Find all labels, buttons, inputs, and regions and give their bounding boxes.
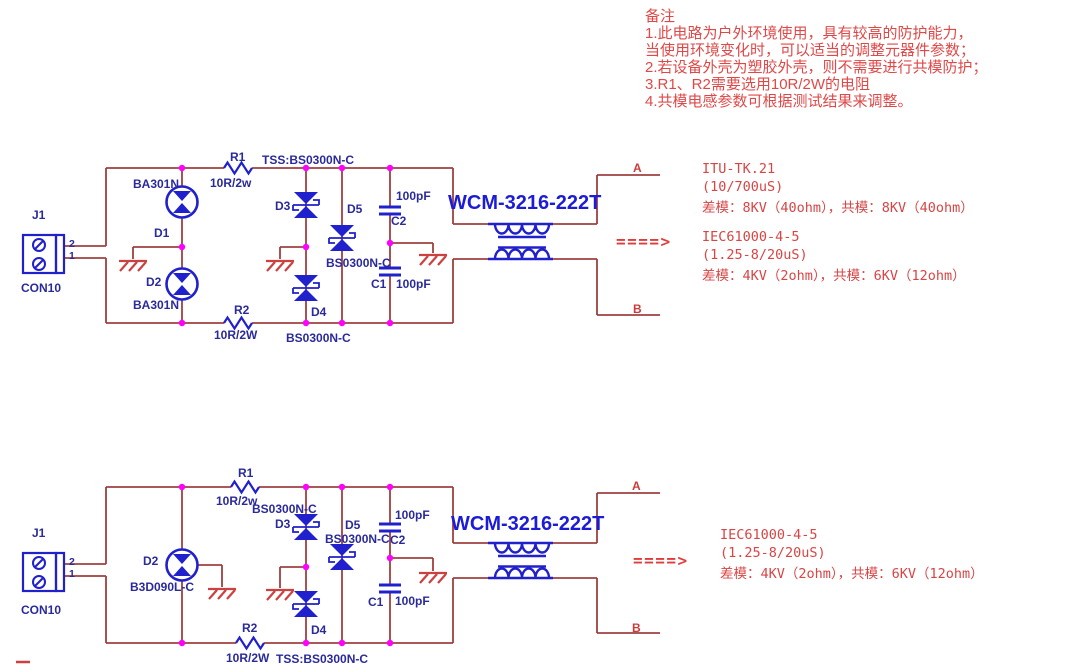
- c2-pin-2: 2: [69, 556, 75, 568]
- junction-dots: [178, 164, 394, 647]
- c1-d5-ref: D5: [347, 202, 363, 216]
- c2-d5-part: BS0300N-C: [325, 532, 390, 546]
- notes-header: 备注: [645, 8, 676, 25]
- c2-ann-iec-standard: IEC61000-4-5: [720, 527, 818, 543]
- c1-choke-part: WCM-3216-222T: [448, 192, 602, 214]
- c1-d4-ref: D4: [311, 305, 327, 319]
- common-mode-choke-symbol: [486, 541, 555, 580]
- c1-pin-2: 2: [69, 238, 75, 250]
- c1-d4-part: BS0300N-C: [286, 331, 351, 345]
- c1-ann-itu-standard: ITU-TK.21: [702, 161, 776, 177]
- tss-d4-symbol: [292, 590, 320, 618]
- note-line: 1.此电路为户外环境使用，具有较高的防护能力，: [645, 25, 973, 42]
- c1-r2-value: 10R/2W: [214, 328, 258, 342]
- c2-tss-top-label: BS0300N-C: [252, 502, 317, 516]
- c1-r1-value: 10R/2w: [210, 176, 252, 190]
- c2-j1-ref: J1: [32, 526, 46, 540]
- note-line: 2.若设备外壳为塑胶外壳，则不需要进行共模防护；: [645, 59, 988, 76]
- ground-icon: [417, 253, 449, 267]
- resistor-r1-symbol: [222, 161, 254, 175]
- c1-port-b: B: [633, 302, 642, 316]
- c1-c2-value: 100pF: [396, 189, 431, 203]
- c1-j1-type: CON10: [21, 281, 62, 295]
- c1-d1-part: BA301N: [133, 177, 180, 191]
- c2-r1-value: 10R/2w: [216, 494, 258, 508]
- resistor-r2-symbol: [234, 636, 266, 650]
- c1-c1-value: 100pF: [396, 277, 431, 291]
- resistor-r2-symbol: [222, 316, 254, 330]
- tss-d5-symbol: [328, 543, 356, 571]
- c1-d2-ref: D2: [146, 275, 162, 289]
- c1-tss-label: TSS:BS0300N-C: [262, 153, 355, 167]
- c2-c1-ref: C1: [368, 595, 384, 609]
- c2-ann-iec-levels: 差模：4KV（2ohm），共模：6KV（12ohm）: [720, 566, 984, 582]
- c2-r2-ref: R2: [242, 621, 258, 635]
- capacitor-c2-symbol: [377, 522, 403, 533]
- ground-icon: [417, 571, 449, 585]
- c1-ann-iec-standard: IEC61000-4-5: [702, 229, 800, 245]
- c2-ann-iec-pulse: (1.25-8/20uS): [720, 545, 826, 561]
- ground-icon: [264, 259, 296, 273]
- c2-j1-type: CON10: [21, 603, 62, 617]
- c1-r2-ref: R2: [234, 303, 250, 317]
- gdt-d1-symbol: [165, 185, 199, 219]
- c2-d5-ref: D5: [345, 518, 361, 532]
- c2-c1-value: 100pF: [395, 594, 430, 608]
- ground-icon: [206, 587, 238, 601]
- c1-r1-ref: R1: [230, 150, 246, 164]
- c1-d3-ref: D3: [275, 199, 291, 213]
- c1-port-a: A: [633, 161, 642, 175]
- capacitor-c1-symbol: [377, 583, 403, 594]
- c2-port-a: A: [632, 479, 641, 493]
- c2-c2-value: 100pF: [395, 508, 430, 522]
- c2-r2-value: 10R/2W: [226, 651, 270, 665]
- tss-d5-symbol: [328, 224, 356, 252]
- c2-d2-ref: D2: [143, 554, 159, 568]
- c2-choke-part: WCM-3216-222T: [451, 513, 605, 535]
- c1-ann-itu-levels: 差模：8KV（40ohm），共模：8KV（40ohm）: [702, 200, 974, 216]
- c2-d2-part: B3D090L-C: [130, 580, 195, 594]
- c2-d3-ref: D3: [275, 517, 291, 531]
- connector-j1-symbol: [21, 233, 66, 275]
- gdt-d2-symbol: [165, 267, 199, 301]
- c2-c2-ref: C2: [390, 533, 406, 547]
- capacitor-c2-symbol: [377, 205, 403, 216]
- ground-icon: [117, 259, 149, 273]
- tss-d3-symbol: [292, 191, 320, 219]
- c1-d5-part: BS0300N-C: [326, 256, 391, 270]
- c1-arrow: ====>: [616, 232, 672, 251]
- c1-pin-1: 1: [69, 250, 75, 262]
- c2-port-b: B: [632, 621, 641, 635]
- c1-d1-ref: D1: [154, 226, 170, 240]
- c2-d4-ref: D4: [311, 623, 327, 637]
- c1-j1-ref: J1: [32, 208, 46, 222]
- c2-pin-1: 1: [69, 568, 75, 580]
- connector-j1-symbol: [21, 551, 66, 593]
- ground-icon: [264, 588, 296, 602]
- tss-d3-symbol: [292, 513, 320, 541]
- c1-ann-itu-pulse: (10/700uS): [702, 179, 784, 195]
- gdt-d2-symbol: [165, 548, 199, 582]
- c2-arrow: ====>: [633, 551, 689, 570]
- c1-d2-part: BA301N: [133, 298, 180, 312]
- c2-r1-ref: R1: [238, 466, 254, 480]
- c1-ann-iec-levels: 差模：4KV（2ohm），共模：6KV（12ohm）: [702, 268, 966, 284]
- c1-ann-iec-pulse: (1.25-8/20uS): [702, 247, 808, 263]
- note-line: 当使用环境变化时，可以适当的调整元器件参数；: [645, 42, 976, 59]
- c1-c1-ref: C1: [371, 277, 387, 291]
- tss-d4-symbol: [292, 274, 320, 302]
- c1-c2-ref: C2: [391, 214, 407, 228]
- resistor-r1-symbol: [229, 480, 261, 494]
- common-mode-choke-symbol: [486, 222, 555, 261]
- note-line: 4.共模电感参数可根据测试结果来调整。: [645, 93, 913, 110]
- c2-tss-bottom-label: TSS:BS0300N-C: [276, 652, 369, 666]
- note-line: 3.R1、R2需要选用10R/2W的电阻: [645, 76, 871, 93]
